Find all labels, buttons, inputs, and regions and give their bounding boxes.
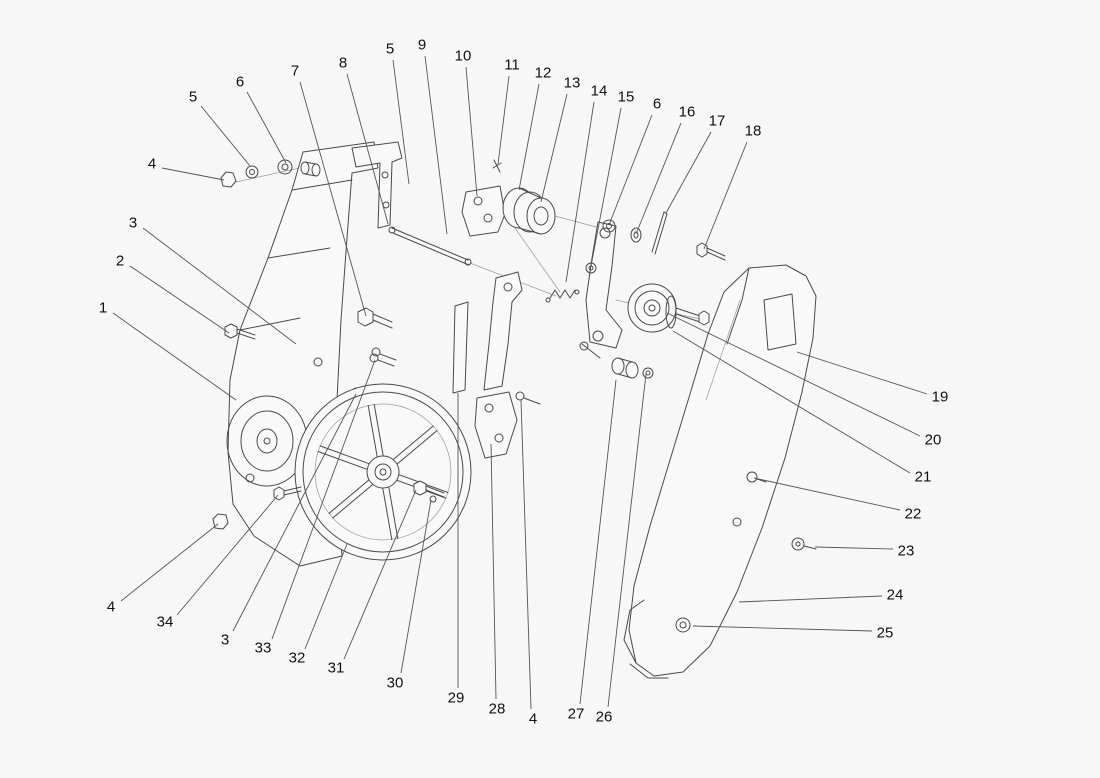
callout-label-6: 6 [236,74,244,91]
callout-label-9: 9 [418,37,426,54]
callout-label-25: 25 [877,625,894,642]
callout-label-19: 19 [932,389,949,406]
leader-line-24 [738,595,883,603]
leader-line-14 [565,101,595,283]
callout-label-18: 18 [745,123,762,140]
callout-label-10: 10 [455,48,472,65]
left-frame-plate [226,141,379,567]
leader-line-25 [692,625,873,632]
drawing-layer [212,141,817,679]
engine-pulley [461,159,556,237]
callout-label-24: 24 [887,587,904,604]
spring [545,289,580,303]
callout-label-2: 2 [116,253,124,270]
callout-label-23: 23 [898,543,915,560]
leader-line-6 [608,114,653,226]
leader-line-7 [299,81,367,317]
leader-line-2 [129,265,230,334]
leader-line-30 [400,499,432,674]
leader-line-5 [200,105,251,167]
callout-label-1: 1 [99,300,107,317]
leader-line-26 [607,373,647,708]
callout-label-11: 11 [504,57,520,74]
plate-bolts [224,307,397,401]
callout-label-20: 20 [925,432,942,449]
callout-label-22: 22 [905,506,922,523]
callout-label-13: 13 [564,75,581,92]
leader-line-4 [120,523,219,602]
leader-line-10 [465,66,478,197]
upper-left-hardware [220,159,321,188]
leader-line-8 [346,73,389,225]
leader-line-4 [161,167,225,181]
callout-label-12: 12 [535,65,552,82]
leader-line-34 [176,494,279,616]
callout-label-5: 5 [189,89,197,106]
long-rod [388,226,472,266]
callout-label-28: 28 [489,701,506,718]
leader-line-3 [142,227,297,345]
leader-line-32 [304,543,348,650]
leader-line-31 [343,489,417,660]
callout-label-4: 4 [148,156,156,173]
leader-line-20 [666,312,921,437]
leader-line-13 [540,93,568,203]
callout-label-4: 4 [529,711,537,728]
leader-line-27 [579,379,617,705]
callout-label-31: 31 [328,660,345,677]
callout-label-4: 4 [107,599,115,616]
leader-line-19 [796,351,928,395]
leader-line-28 [490,443,497,700]
callout-label-30: 30 [387,675,404,692]
leader-line-23 [814,546,894,550]
leader-line-22 [753,477,901,511]
leader-line-16 [635,122,682,235]
callout-label-32: 32 [289,650,306,667]
callout-label-21: 21 [915,469,932,486]
callout-label-16: 16 [679,104,696,121]
callout-label-26: 26 [596,709,613,726]
callout-label-3: 3 [221,632,229,649]
friction-wheel [294,383,472,561]
callout-label-27: 27 [568,706,585,723]
leader-line-3 [232,393,357,632]
leader-line-5 [392,59,410,185]
leader-line-17 [665,131,712,214]
leader-line-1 [112,312,237,401]
leader-line-33 [271,359,376,640]
link-and-spacer [579,341,654,379]
callout-label-15: 15 [618,89,635,106]
callout-label-34: 34 [157,614,174,631]
callout-label-17: 17 [709,113,726,130]
callout-label-5: 5 [386,41,394,58]
callout-label-33: 33 [255,640,272,657]
leader-line-11 [497,75,510,165]
callout-label-7: 7 [291,63,299,80]
pin [651,211,668,255]
leader-line-12 [518,83,540,191]
leader-line-15 [590,107,622,267]
callout-label-29: 29 [448,690,465,707]
callout-label-6: 6 [653,96,661,113]
idler-pulley [627,283,710,333]
leader-line-9 [424,55,448,235]
leader-line-18 [703,141,748,250]
leader-line-6 [246,91,287,164]
callout-label-14: 14 [591,83,608,100]
right-cover [623,264,817,679]
leader-line-4 [520,399,532,710]
callout-label-3: 3 [129,215,137,232]
swing-arm [585,219,642,349]
center-brackets [452,271,541,459]
bolt-18 [696,242,726,261]
callout-label-8: 8 [339,55,347,72]
leader-line-21 [672,330,911,474]
